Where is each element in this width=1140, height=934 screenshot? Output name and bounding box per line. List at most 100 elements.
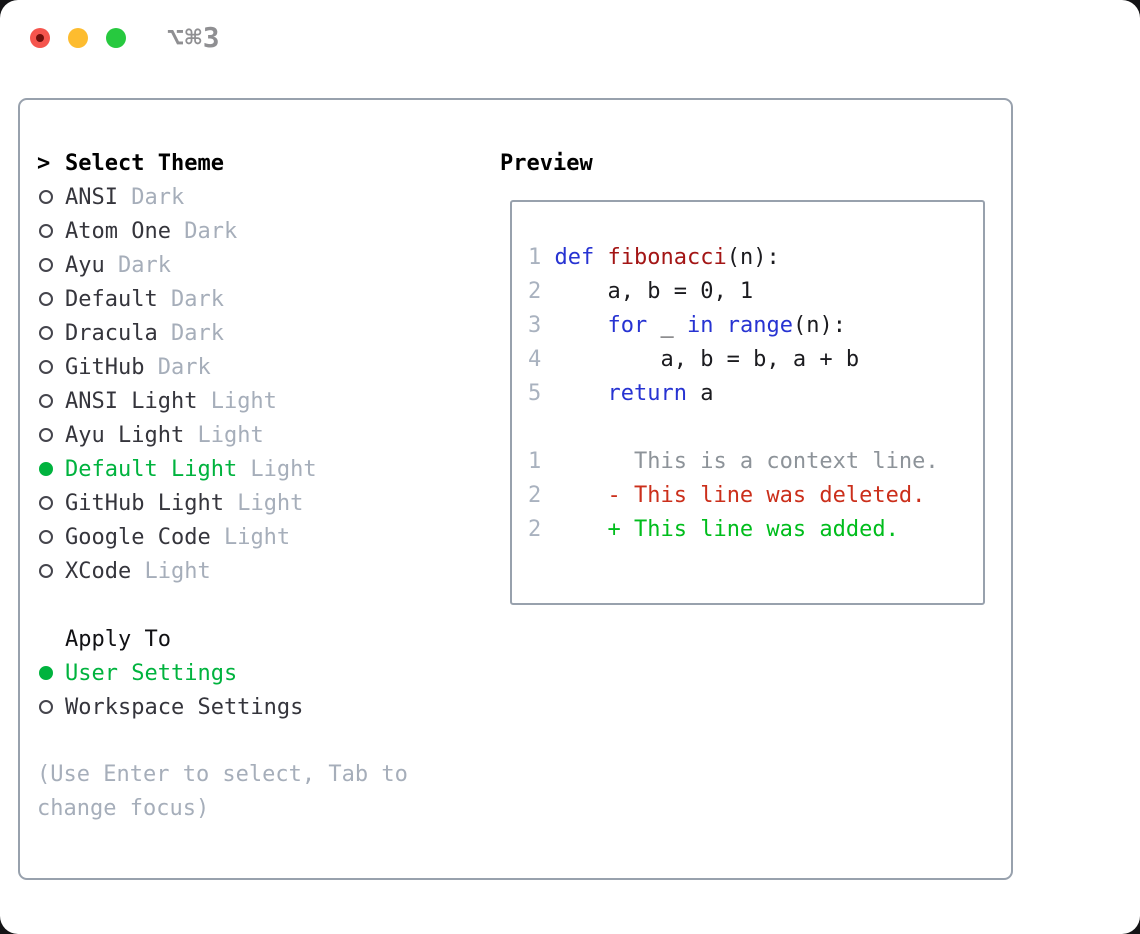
radio-unselected-icon <box>39 564 53 578</box>
theme-variant-tag: Light <box>223 490 304 516</box>
theme-name: Ayu Light <box>65 422 185 448</box>
theme-name: GitHub <box>65 354 145 380</box>
theme-name: Dracula <box>65 320 158 346</box>
radio-unselected-icon <box>39 360 53 374</box>
apply-to-option[interactable]: User Settings <box>37 656 467 690</box>
theme-option[interactable]: GitHub Dark <box>37 350 467 384</box>
code-token: def <box>554 245 595 270</box>
window-shortcut-label: ⌥⌘3 <box>167 21 221 54</box>
titlebar: ⌥⌘3 <box>0 0 1140 78</box>
code-token: for <box>607 313 648 338</box>
code-token: return <box>607 381 687 406</box>
apply-to-indent <box>37 622 65 656</box>
diff-line-added: + This line was added. <box>607 517 899 542</box>
theme-option[interactable]: Default Dark <box>37 282 467 316</box>
preview-box: 1 def fibonacci(n): 2 a, b = 0, 1 3 for … <box>510 200 985 605</box>
radio-selected-icon <box>39 462 53 476</box>
line-number: 1 <box>528 449 542 474</box>
radio-unselected-icon <box>39 496 53 510</box>
zoom-button[interactable] <box>106 28 126 48</box>
diff-line-context: This is a context line. <box>607 449 939 474</box>
radio-icon <box>37 384 65 418</box>
theme-name: ANSI Light <box>65 388 198 414</box>
radio-unselected-icon <box>39 258 53 272</box>
line-number: 4 <box>528 347 542 372</box>
theme-variant-tag: Light <box>184 422 264 448</box>
radio-icon <box>37 248 65 282</box>
select-theme-title: Select Theme <box>65 150 224 176</box>
line-number: 2 <box>528 517 542 542</box>
theme-variant-tag: Dark <box>117 184 185 210</box>
radio-icon <box>37 554 65 588</box>
close-button[interactable] <box>30 28 50 48</box>
theme-name: Default Light <box>65 456 238 482</box>
theme-option[interactable]: GitHub Light Light <box>37 486 467 520</box>
radio-unselected-icon <box>39 394 53 408</box>
code-token: in <box>686 313 714 338</box>
radio-unselected-icon <box>39 700 53 714</box>
radio-unselected-icon <box>39 428 53 442</box>
theme-name: GitHub Light <box>65 490 224 516</box>
theme-option[interactable]: Atom One Dark <box>37 214 467 248</box>
theme-variant-tag: Dark <box>170 218 238 244</box>
prompt-icon: > <box>37 150 51 176</box>
line-number: 3 <box>528 313 542 338</box>
radio-icon <box>37 316 65 350</box>
theme-option[interactable]: Dracula Dark <box>37 316 467 350</box>
diff-line-deleted: - This line was deleted. <box>607 483 926 508</box>
radio-unselected-icon <box>39 326 53 340</box>
radio-icon <box>37 656 65 690</box>
radio-unselected-icon <box>39 530 53 544</box>
radio-unselected-icon <box>39 190 53 204</box>
theme-option[interactable]: ANSI Light Light <box>37 384 467 418</box>
theme-variant-tag: Light <box>210 524 291 550</box>
theme-variant-tag: Light <box>131 558 211 584</box>
line-number: 2 <box>528 483 542 508</box>
theme-option[interactable]: Ayu Light Light <box>37 418 467 452</box>
theme-option[interactable]: XCode Light <box>37 554 467 588</box>
radio-unselected-icon <box>39 292 53 306</box>
theme-variant-tag: Light <box>197 388 277 414</box>
line-number: 2 <box>528 279 542 304</box>
theme-name: Atom One <box>65 218 171 244</box>
theme-name: Default <box>65 286 158 312</box>
theme-option[interactable]: Ayu Dark <box>37 248 467 282</box>
hint-text: (Use Enter to select, Tab to change focu… <box>37 762 408 821</box>
theme-name: XCode <box>65 558 132 584</box>
theme-option[interactable]: Google Code Light <box>37 520 467 554</box>
theme-variant-tag: Dark <box>104 252 171 278</box>
radio-icon <box>37 282 65 316</box>
radio-icon <box>37 690 65 724</box>
minimize-button[interactable] <box>68 28 88 48</box>
code-token: range <box>726 313 793 338</box>
theme-option[interactable]: ANSI Dark <box>37 180 467 214</box>
code-token: fibonacci <box>607 245 727 270</box>
apply-to-title: Apply To <box>65 626 171 652</box>
option-name: Workspace Settings <box>65 694 304 720</box>
radio-selected-icon <box>39 666 53 680</box>
radio-icon <box>37 418 65 452</box>
theme-variant-tag: Dark <box>157 320 224 346</box>
preview-code: 1 def fibonacci(n): 2 a, b = 0, 1 3 for … <box>528 245 939 542</box>
radio-unselected-icon <box>39 224 53 238</box>
radio-icon <box>37 452 65 486</box>
select-theme-header: > Select Theme <box>37 146 467 180</box>
apply-to-option[interactable]: Workspace Settings <box>37 690 467 724</box>
radio-icon <box>37 214 65 248</box>
theme-name: ANSI <box>65 184 118 210</box>
line-number: 1 <box>528 245 542 270</box>
option-name: User Settings <box>65 660 238 686</box>
radio-icon <box>37 486 65 520</box>
line-number: 5 <box>528 381 542 406</box>
theme-option[interactable]: Default Light Light <box>37 452 467 486</box>
theme-name: Ayu <box>65 252 105 278</box>
radio-icon <box>37 180 65 214</box>
theme-variant-tag: Dark <box>157 286 224 312</box>
radio-icon <box>37 350 65 384</box>
